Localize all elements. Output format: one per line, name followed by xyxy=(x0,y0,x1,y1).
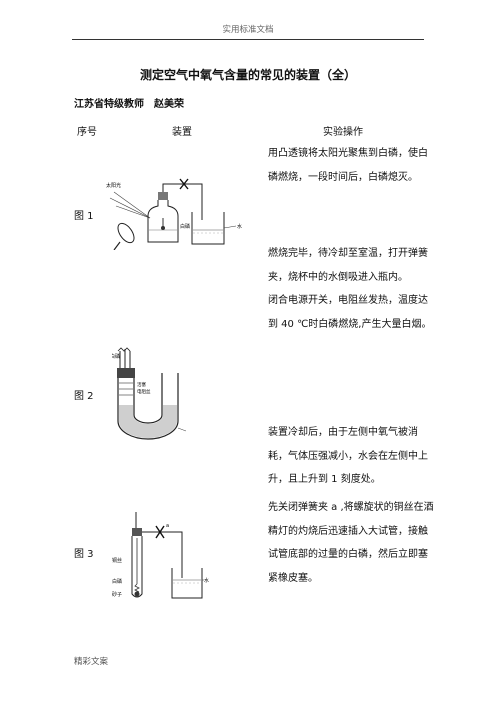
large-test-tube xyxy=(131,536,143,598)
figure-3-apparatus: 铜丝 白磷 砂子 a 水 xyxy=(112,512,209,599)
figure-2-apparatus: 白磷 活塞 电阻丝 xyxy=(112,347,187,440)
spring-clip-a[interactable] xyxy=(155,525,165,539)
operation-text-4: 装置冷却后，由于左侧中氧气被消耗，气体压强减小，水会在左侧中上升，且上升到 1 … xyxy=(268,427,428,485)
fig3-copper-label: 铜丝 xyxy=(112,557,122,564)
fig3-beaker xyxy=(171,568,203,599)
operation-text-5: 先关闭弹簧夹 a ,将螺旋状的铜丝在酒精灯的灼烧后迅速插入大试管，接触试管底部的… xyxy=(268,502,434,584)
column-header-operation: 实验操作 xyxy=(323,127,363,138)
left-stopper xyxy=(117,368,135,378)
spring-clip xyxy=(179,178,189,190)
fig3-sand-label: 砂子 xyxy=(112,591,122,598)
figure-1-label: 图 1 xyxy=(74,211,94,222)
fig2-right-label-1: 活塞 xyxy=(137,381,146,388)
operation-text-3: 闭合电源开关，电阻丝发热，温度达到 40 ℃时白磷燃烧,产生大量白烟。 xyxy=(268,295,432,330)
rubber-stopper xyxy=(132,528,142,536)
fig2-right-label-2: 电阻丝 xyxy=(137,388,151,395)
copper-wire xyxy=(134,538,140,593)
figure-3-label: 图 3 xyxy=(74,549,94,560)
operation-text-2: 燃烧完毕，待冷却至室温，打开弹簧夹，烧杯中的水倒吸进入瓶内。 xyxy=(268,248,428,283)
sunlight-label: 太阳光 xyxy=(106,182,121,189)
fig3-whitep-label: 白磷 xyxy=(112,578,122,585)
convex-lens xyxy=(117,222,135,244)
water-in-u-tube xyxy=(119,405,177,438)
column-header-number: 序号 xyxy=(77,127,97,138)
operation-text-1: 用凸透镜将太阳光聚焦到白磷，使白磷燃烧，一段时间后，白磷熄灭。 xyxy=(268,148,428,183)
fig2-left-label: 白磷 xyxy=(112,353,120,360)
page-header: 实用标准文档 xyxy=(222,25,274,35)
fig3-water-label: 水 xyxy=(204,577,209,584)
header-rule xyxy=(72,39,424,40)
bottle-label: 白磷 xyxy=(180,223,190,230)
figure-2-label: 图 2 xyxy=(74,391,94,402)
clip-a-label: a xyxy=(166,523,169,529)
white-phosphorus xyxy=(161,226,165,230)
column-header-apparatus: 装置 xyxy=(172,127,192,138)
document-title: 测定空气中氧气含量的常见的装置（全） xyxy=(139,68,356,82)
svg-text:水: 水 xyxy=(237,223,242,230)
figure-1-apparatus: 太阳光 白磷 水 xyxy=(106,178,242,250)
beaker xyxy=(191,212,225,245)
author-line: 江苏省特级教师 赵美荣 xyxy=(74,99,184,110)
stopper xyxy=(158,192,168,200)
page-footer: 精彩文案 xyxy=(74,657,109,667)
